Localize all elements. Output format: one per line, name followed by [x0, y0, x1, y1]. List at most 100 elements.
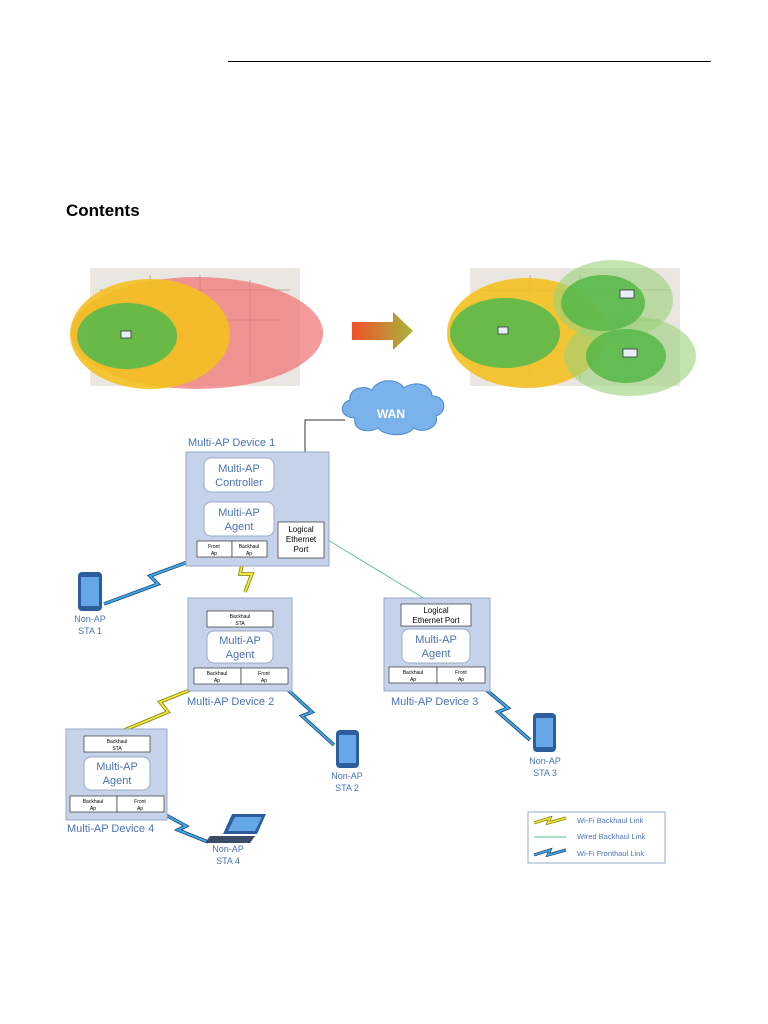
sta-4: Non-AP STA 4	[205, 814, 266, 866]
legend-fronthaul-label: Wi-Fi Fronthaul Link	[577, 849, 644, 858]
front-ap-d3	[436, 666, 486, 684]
wan-link	[304, 419, 345, 452]
legend-wired-label: Wired Backhaul Link	[577, 832, 646, 841]
ethernet-port-d3-label-1: Logical	[423, 606, 449, 615]
sta-4-label-1: Non-AP	[212, 844, 244, 854]
sta-3-label-2: STA 3	[533, 768, 557, 778]
header-rule	[228, 61, 711, 62]
legend-fronthaul-symbol-inner	[533, 848, 567, 857]
wan-label: WAN	[377, 407, 405, 421]
sta-2-label-2: STA 2	[335, 783, 359, 793]
router-icon	[120, 330, 132, 339]
agent-label-d3-1: Multi-AP	[415, 634, 457, 646]
device-1-title: Multi-AP Device 1	[188, 437, 275, 449]
multi-ap-device-3: Logical Ethernet Port Multi-AP Agent Bac…	[383, 597, 491, 708]
backhaul-sta-d2-label-1: Backhaul	[230, 614, 251, 620]
backhaul-sta-d2	[206, 610, 274, 628]
contents-heading: Contents	[66, 201, 140, 220]
legend-backhaul-label: Wi-Fi Backhaul Link	[577, 816, 644, 825]
ethernet-port-d1-label-2: Ethernet	[286, 535, 317, 544]
multi-ap-device-4: Backhaul STA Multi-AP Agent Backhaul Ap …	[65, 728, 168, 835]
sta-3: Non-AP STA 3	[529, 713, 561, 778]
agent-label-d1-1: Multi-AP	[218, 507, 260, 519]
multi-ap-device-2: Backhaul STA Multi-AP Agent Backhaul Ap …	[187, 597, 293, 708]
front-ap-d4	[116, 795, 165, 813]
backhaul-sta-d4	[83, 735, 151, 753]
legend-backhaul-symbol-inner	[533, 816, 567, 825]
sta-4-label-2: STA 4	[216, 856, 240, 866]
agent-label-d4-1: Multi-AP	[96, 761, 138, 773]
smartphone-screen	[339, 735, 356, 763]
wired-backhaul-link	[327, 539, 436, 606]
coverage-before	[70, 268, 323, 389]
sta-3-label-1: Non-AP	[529, 756, 561, 766]
backhaul-ap-d3-label-1: Backhaul	[403, 670, 424, 676]
router-icon-top	[619, 289, 635, 299]
backhaul-ap-d1-label-2: Ap	[246, 551, 252, 557]
coverage-green-top	[561, 275, 645, 331]
wifi-fronthaul-link-d4-sta4-inner	[163, 813, 209, 843]
smartphone-screen	[536, 718, 553, 747]
laptop-icon	[205, 814, 266, 843]
wan-cloud: WAN	[341, 380, 445, 436]
front-ap-d1-label-2: Ap	[211, 551, 217, 557]
backhaul-ap-d1	[231, 540, 268, 558]
ethernet-port-d3	[400, 603, 472, 627]
agent-label-d4-2: Agent	[103, 775, 132, 787]
controller-label-2: Controller	[215, 477, 263, 489]
ethernet-port-d1	[277, 521, 325, 559]
backhaul-ap-d2-label-1: Backhaul	[207, 671, 228, 677]
backhaul-sta-d4-label-2: STA	[112, 746, 122, 752]
controller-box	[203, 457, 275, 493]
wifi-fronthaul-link-d3-sta3	[482, 686, 532, 742]
wifi-fronthaul-link-d3-sta3-inner	[483, 687, 531, 741]
sta-2-label-1: Non-AP	[331, 771, 363, 781]
ethernet-port-d1-label-3: Port	[294, 545, 309, 554]
agent-label-d2-1: Multi-AP	[219, 635, 261, 647]
front-ap-d4-label-1: Front	[134, 799, 146, 805]
backhaul-sta-d2-label-2: STA	[235, 621, 245, 627]
router-icon-main	[497, 326, 509, 335]
front-ap-d2-label-1: Front	[258, 671, 270, 677]
legend: Wi-Fi Backhaul Link Wired Backhaul Link …	[527, 811, 666, 864]
multi-ap-device-1: Multi-AP Device 1 Multi-AP Controller Mu…	[185, 437, 330, 567]
wifi-fronthaul-link-d1-sta1-inner	[103, 555, 205, 605]
sta-1-label-2: STA 1	[78, 626, 102, 636]
backhaul-sta-d4-label-1: Backhaul	[107, 739, 128, 745]
front-ap-d2	[240, 667, 289, 685]
device-2-title: Multi-AP Device 2	[187, 696, 274, 708]
sta-1-label-1: Non-AP	[74, 614, 106, 624]
router-icon-bottom	[622, 348, 638, 358]
agent-box-d3	[401, 628, 471, 664]
front-ap-d1-label-1: Front	[208, 544, 220, 550]
wifi-fronthaul-link-d2-sta2	[286, 688, 336, 747]
ethernet-port-d1-label-1: Logical	[288, 525, 314, 534]
backhaul-ap-d4-label-1: Backhaul	[83, 799, 104, 805]
backhaul-ap-d4-label-2: Ap	[90, 806, 96, 812]
wifi-fronthaul-link-d2-sta2-inner	[287, 689, 335, 746]
front-ap-d3-label-2: Ap	[458, 677, 464, 683]
smartphone-screen	[81, 577, 99, 606]
front-ap-d3-label-1: Front	[455, 670, 467, 676]
agent-label-d1-2: Agent	[225, 521, 254, 533]
agent-box-d2	[206, 630, 274, 664]
agent-box-d4	[83, 756, 151, 791]
device-4-title: Multi-AP Device 4	[67, 823, 154, 835]
agent-box-d1	[203, 501, 275, 537]
backhaul-ap-d1-label-1: Backhaul	[239, 544, 260, 550]
controller-label-1: Multi-AP	[218, 463, 260, 475]
front-ap-d2-label-2: Ap	[261, 678, 267, 684]
device-3-title: Multi-AP Device 3	[391, 696, 478, 708]
wifi-backhaul-link-d2-d4	[121, 686, 196, 733]
backhaul-ap-d3-label-2: Ap	[410, 677, 416, 683]
transition-arrow	[352, 312, 413, 350]
ethernet-port-d3-label-2: Ethernet Port	[412, 616, 460, 625]
agent-label-d3-2: Agent	[422, 648, 451, 660]
sta-1: Non-AP STA 1	[74, 572, 106, 636]
sta-2: Non-AP STA 2	[331, 730, 363, 793]
front-ap-d4-label-2: Ap	[137, 806, 143, 812]
wifi-backhaul-link-d2-d4-inner	[121, 687, 196, 732]
agent-label-d2-2: Agent	[226, 649, 255, 661]
coverage-after	[447, 260, 696, 396]
